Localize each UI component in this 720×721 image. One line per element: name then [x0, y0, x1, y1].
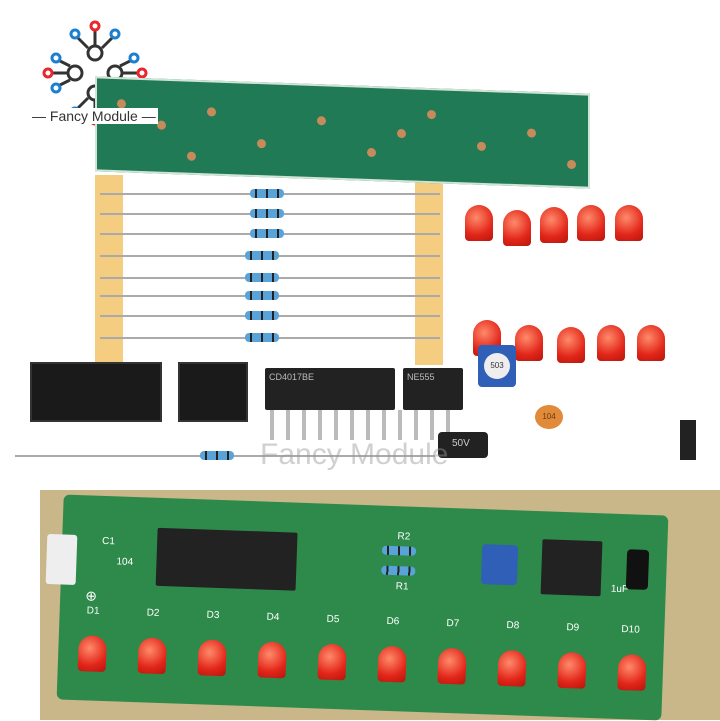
- board-potentiometer: [480, 544, 519, 586]
- led-label: D9: [566, 622, 580, 634]
- loose-resistor: [200, 451, 234, 460]
- assembled-pcb: C1 104 ⊕ R2 R1 1uF D1 D2 D3 D4 D5 D6 D7 …: [45, 494, 669, 721]
- led-label: D2: [146, 607, 160, 619]
- pin-header: [680, 420, 696, 460]
- board-resistor-r2: [381, 545, 417, 556]
- led-label: D3: [206, 609, 220, 622]
- led-label: D1: [86, 605, 100, 617]
- led-label: D10: [621, 624, 640, 636]
- ceramic-capacitor: 104: [535, 405, 563, 429]
- logo-label: Fancy Module: [49, 108, 138, 124]
- board-resistor-r1: [381, 565, 416, 576]
- board-capacitor: [625, 549, 650, 590]
- ic-socket-8pin: [178, 362, 248, 422]
- ic-socket-16pin: [30, 362, 162, 422]
- ne555-chip: NE555: [403, 368, 463, 410]
- r2-label: R2: [397, 531, 411, 543]
- watermark: Fancy Module: [260, 438, 449, 471]
- chip-label: NE555: [407, 372, 435, 382]
- c1-value-label: 104: [116, 556, 134, 568]
- board-ne555: [540, 539, 603, 597]
- potentiometer: 503: [478, 345, 516, 387]
- led-label: D4: [266, 611, 280, 624]
- r1-label: R1: [395, 581, 409, 593]
- c1-label: C1: [101, 535, 116, 548]
- board-cd4017: [155, 527, 298, 591]
- logo-text: — Fancy Module —: [30, 108, 158, 124]
- led-label: D6: [386, 615, 400, 628]
- bare-pcb: [95, 76, 590, 189]
- resistor-strip: [100, 185, 440, 355]
- electrolytic-capacitor: 50V: [438, 432, 488, 458]
- pot-label: 503: [484, 353, 510, 379]
- jst-connector: [45, 533, 78, 585]
- chip-pins: [270, 410, 460, 440]
- led-label: D7: [446, 617, 460, 630]
- board-led-row: D1 D2 D3 D4 D5 D6 D7 D8 D9 D10: [62, 600, 655, 711]
- resistor-tape-left: [95, 175, 123, 365]
- cd4017-chip: CD4017BE: [265, 368, 395, 410]
- chip-label: CD4017BE: [269, 372, 315, 382]
- led-label: D5: [326, 613, 340, 626]
- led-label: D8: [506, 620, 520, 632]
- resistor-tape-right: [415, 175, 443, 365]
